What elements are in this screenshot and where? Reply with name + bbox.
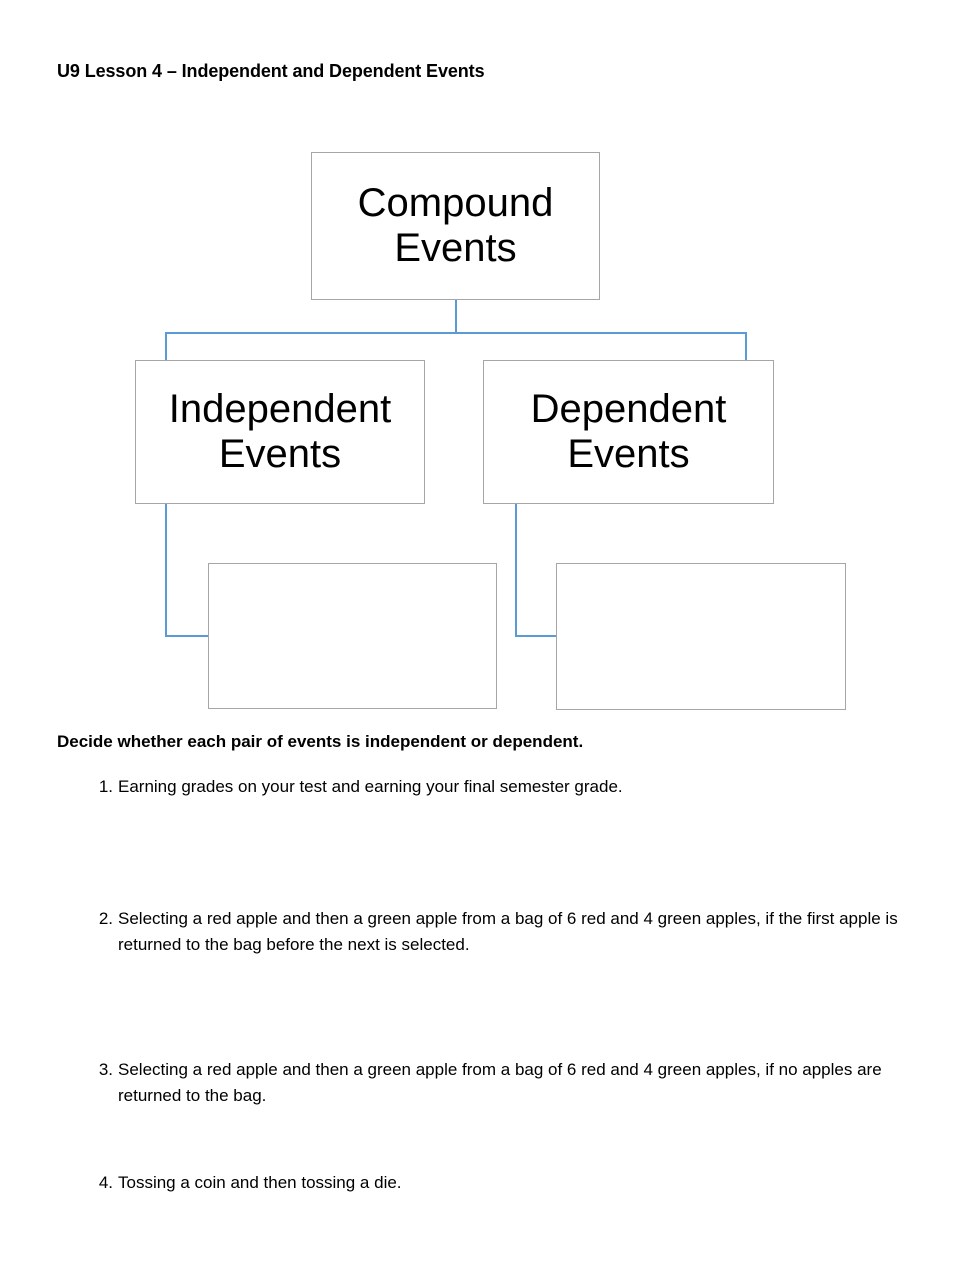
connector-root-stem [455, 300, 457, 334]
connector-independent-vertical [165, 503, 167, 637]
question-text: Tossing a coin and then tossing a die. [118, 1173, 402, 1192]
question-item: 1. Earning grades on your test and earni… [85, 774, 785, 800]
node-compound-events: Compound Events [311, 152, 600, 300]
question-item: 3. Selecting a red apple and then a gree… [85, 1057, 915, 1110]
connector-dependent-vertical [515, 503, 517, 637]
question-marker: 3. [98, 1060, 113, 1079]
instruction-text: Decide whether each pair of events is in… [57, 732, 584, 751]
question-text: Selecting a red apple and then a green a… [118, 909, 898, 955]
node-independent-definition-blank[interactable] [208, 563, 497, 709]
compound-events-diagram: Compound Events Independent Events Depen… [135, 152, 846, 710]
question-item: 2. Selecting a red apple and then a gree… [85, 906, 915, 959]
connector-drop-right [745, 332, 747, 361]
connector-dependent-horizontal [515, 635, 558, 637]
question-text: Earning grades on your test and earning … [118, 777, 623, 796]
page-title: U9 Lesson 4 – Independent and Dependent … [57, 61, 485, 81]
question-item: 4. Tossing a coin and then tossing a die… [85, 1170, 785, 1196]
connector-independent-horizontal [165, 635, 210, 637]
question-marker: 2. [98, 909, 113, 928]
node-dependent-events: Dependent Events [483, 360, 774, 504]
connector-drop-left [165, 332, 167, 361]
node-independent-events: Independent Events [135, 360, 425, 504]
question-marker: 4. [98, 1173, 113, 1192]
node-dependent-definition-blank[interactable] [556, 563, 846, 710]
question-marker: 1. [98, 777, 113, 796]
question-text: Selecting a red apple and then a green a… [118, 1060, 882, 1106]
connector-horizontal-bar [165, 332, 747, 334]
